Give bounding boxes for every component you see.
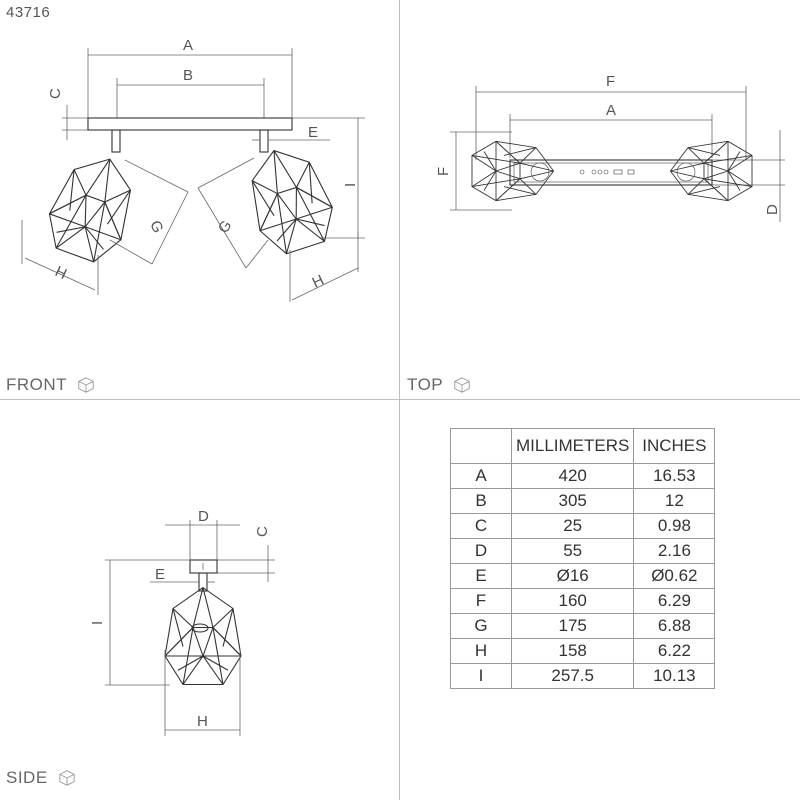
table-row: F 160 6.29 (450, 588, 716, 614)
table-cell-letter: H (450, 638, 512, 664)
table-cell-letter: I (450, 663, 512, 689)
front-view-label: FRONT (6, 375, 95, 395)
table-cell-inches: 6.88 (633, 613, 716, 639)
table-cell-mm: 160 (510, 588, 635, 614)
vertical-divider (399, 0, 400, 800)
table-row: E Ø16 Ø0.62 (450, 563, 716, 589)
front-view: A B C E I G G (21, 37, 365, 302)
dim-label-h: H (52, 263, 69, 283)
table-cell-inches: 0.98 (633, 513, 716, 539)
dim-label-a: A (183, 37, 193, 54)
dim-label-e: E (155, 566, 165, 583)
table-header (450, 428, 512, 464)
table-header: INCHES (633, 428, 716, 464)
dim-label-f: F (435, 167, 452, 176)
table-cell-letter: G (450, 613, 512, 639)
dim-label-h: H (310, 272, 327, 292)
table-cell-inches: 6.29 (633, 588, 716, 614)
top-view: F A F D (435, 73, 785, 222)
side-view-label: SIDE (6, 768, 76, 788)
dim-label-c: C (254, 526, 271, 537)
dimensions-table: MILLIMETERS INCHES A 420 16.53 B 305 12 … (450, 428, 716, 689)
table-cell-mm: 55 (510, 538, 635, 564)
table-row: I 257.5 10.13 (450, 663, 716, 689)
dim-label-i: I (89, 621, 106, 625)
top-view-label: TOP (407, 375, 471, 395)
dim-label-c: C (47, 88, 64, 99)
table-cell-mm: 305 (510, 488, 635, 514)
table-cell-inches: 16.53 (633, 463, 716, 489)
cube-icon (59, 770, 75, 786)
dim-label-b: B (183, 67, 193, 84)
cube-icon (78, 377, 94, 393)
table-row: G 175 6.88 (450, 613, 716, 639)
table-cell-mm: 25 (510, 513, 635, 539)
table-cell-letter: F (450, 588, 512, 614)
cube-icon (454, 377, 470, 393)
table-cell-letter: E (450, 563, 512, 589)
dim-label-g: G (146, 218, 166, 236)
table-cell-inches: Ø0.62 (633, 563, 716, 589)
table-row: B 305 12 (450, 488, 716, 514)
table-header: MILLIMETERS (510, 428, 635, 464)
dim-label-e: E (308, 124, 318, 141)
table-row: H 158 6.22 (450, 638, 716, 664)
table-cell-letter: D (450, 538, 512, 564)
side-view: D C E I H (89, 508, 275, 736)
table-header-row: MILLIMETERS INCHES (450, 428, 716, 464)
table-cell-mm: Ø16 (510, 563, 635, 589)
dim-label-g: G (215, 217, 236, 236)
table-cell-mm: 175 (510, 613, 635, 639)
horizontal-divider (0, 399, 800, 400)
table-cell-mm: 158 (510, 638, 635, 664)
table-cell-mm: 257.5 (510, 663, 635, 689)
dim-label-a: A (606, 102, 616, 119)
table-cell-inches: 2.16 (633, 538, 716, 564)
table-cell-letter: A (450, 463, 512, 489)
dim-label-d: D (764, 204, 781, 215)
dim-label-i: I (342, 183, 359, 187)
dim-label-h: H (197, 713, 208, 730)
table-cell-inches: 12 (633, 488, 716, 514)
dim-label-d: D (198, 508, 209, 525)
table-cell-mm: 420 (510, 463, 635, 489)
table-cell-inches: 6.22 (633, 638, 716, 664)
table-row: D 55 2.16 (450, 538, 716, 564)
table-cell-inches: 10.13 (633, 663, 716, 689)
product-code: 43716 (6, 4, 51, 21)
table-cell-letter: B (450, 488, 512, 514)
table-row: C 25 0.98 (450, 513, 716, 539)
dim-label-f: F (606, 73, 615, 90)
table-row: A 420 16.53 (450, 463, 716, 489)
table-cell-letter: C (450, 513, 512, 539)
